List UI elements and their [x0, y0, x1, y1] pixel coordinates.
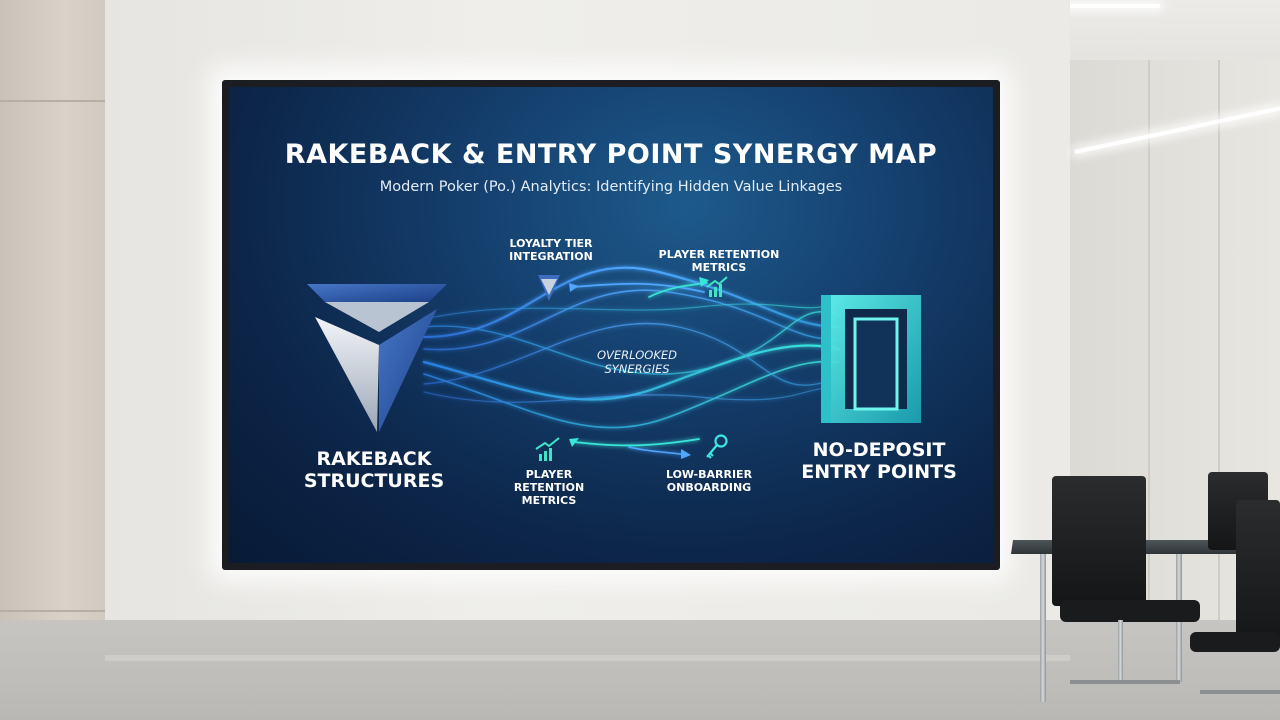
growth-chart-icon: [706, 276, 728, 297]
connection-lines: [422, 266, 841, 456]
doorway-icon: [821, 295, 921, 423]
triangle-small-icon: [538, 275, 560, 301]
floor: [0, 620, 1280, 720]
growth-chart-icon: [535, 437, 560, 461]
baseboard: [105, 655, 1070, 661]
screen-subtitle: Modern Poker (Po.) Analytics: Identifyin…: [379, 179, 843, 195]
retention-metrics-bottom-label: PLAYER RETENTION METRICS: [513, 468, 585, 508]
retention-metrics-top-label: PLAYER RETENTION METRICS: [658, 248, 780, 275]
triangle-logo-icon: [307, 284, 447, 432]
key-icon: [706, 434, 728, 459]
no-deposit-entry-label: NO-DEPOSIT ENTRY POINTS: [801, 439, 957, 483]
overlooked-synergies-label: OVERLOOKED SYNERGIES: [597, 348, 677, 376]
low-barrier-onboarding-label: LOW-BARRIER ONBOARDING: [665, 468, 753, 495]
left-wall-panels: [0, 0, 110, 640]
rakeback-structures-label: RAKEBACK STRUCTURES: [303, 448, 445, 492]
wall-display: RAKEBACK & ENTRY POINT SYNERGY MAP Moder…: [229, 87, 993, 563]
loyalty-tier-label: LOYALTY TIER INTEGRATION: [509, 237, 593, 264]
screen-title: RAKEBACK & ENTRY POINT SYNERGY MAP: [284, 139, 938, 170]
synergy-map-graphic: [307, 266, 921, 461]
